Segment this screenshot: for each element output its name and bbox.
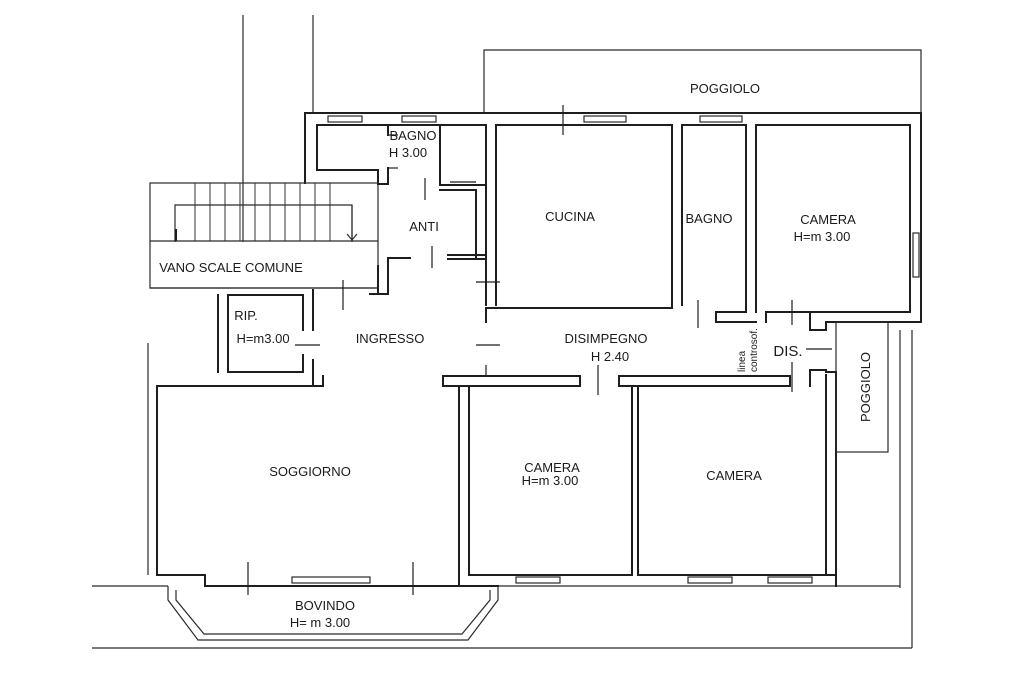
label-ingresso: INGRESSO <box>356 331 425 346</box>
label-vano-scale: VANO SCALE COMUNE <box>159 260 303 275</box>
south-room-walls <box>204 369 837 587</box>
label-soggiorno: SOGGIORNO <box>269 464 351 479</box>
label-rip: RIP. <box>234 308 258 323</box>
balcony-right <box>835 321 889 453</box>
anti-walls <box>369 124 487 306</box>
label-bovindo-height: H= m 3.00 <box>290 615 350 630</box>
label-disimpegno: DISIMPEGNO <box>564 331 647 346</box>
label-dis: DIS. <box>773 343 802 360</box>
windows <box>291 115 920 584</box>
label-bovindo: BOVINDO <box>295 598 355 613</box>
label-camera-ne-height: H=m 3.00 <box>794 229 851 244</box>
label-camera-se: CAMERA <box>706 468 762 483</box>
label-rip-height: H=m3.00 <box>236 331 289 346</box>
outer-walls <box>92 112 922 649</box>
label-anti: ANTI <box>409 219 439 234</box>
north-room-walls <box>485 124 911 331</box>
label-disimpegno-height: H 2.40 <box>591 349 629 364</box>
label-camera-ne: CAMERA <box>800 212 856 227</box>
staircase <box>149 182 379 289</box>
label-poggiolo-right: POGGIOLO <box>858 352 873 422</box>
label-bagno: BAGNO <box>686 211 733 226</box>
label-controsof: controsof. <box>749 328 760 372</box>
door-openings <box>247 105 832 595</box>
label-camera-mid-height: H=m 3.00 <box>522 473 579 488</box>
left-walls <box>147 289 324 587</box>
label-linea: linea <box>737 350 748 372</box>
label-camera-mid: CAMERA <box>524 460 580 475</box>
label-poggiolo-top: POGGIOLO <box>690 81 760 96</box>
label-bagno-small-height: H 3.00 <box>389 145 427 160</box>
room-labels: POGGIOLO BAGNO H 3.00 ANTI CUCINA BAGNO … <box>159 81 873 630</box>
label-cucina: CUCINA <box>545 209 595 224</box>
label-bagno-small: BAGNO <box>390 128 437 143</box>
bay-window <box>167 586 499 641</box>
shaft-lines <box>242 15 314 242</box>
